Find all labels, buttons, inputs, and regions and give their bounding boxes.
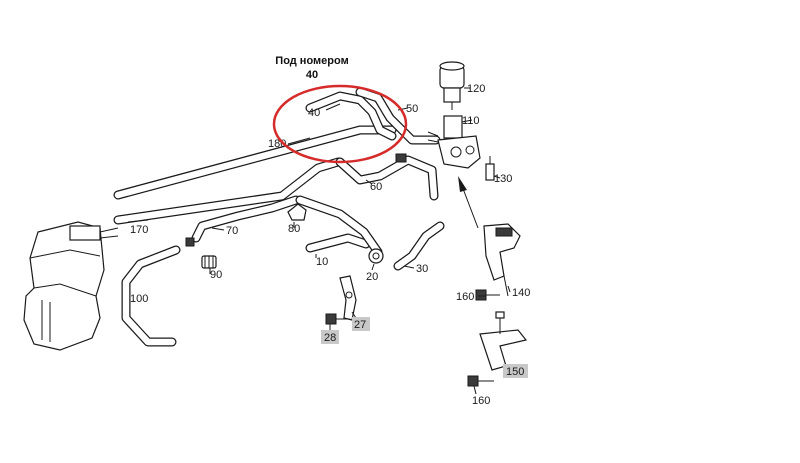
- fitting-185: [185, 237, 195, 247]
- callout-60: 60: [370, 181, 382, 193]
- pump-motor-120: [439, 61, 465, 110]
- highlight-circle: [272, 84, 408, 164]
- callout-80: 80: [288, 223, 300, 235]
- reservoir-tank: [23, 221, 119, 351]
- hose-10: [305, 233, 371, 253]
- bolt-160b: [467, 375, 494, 387]
- callout-120: 120: [467, 83, 485, 95]
- label-highlight-150: [503, 364, 528, 378]
- callout-30: 30: [416, 263, 428, 275]
- hose-60: [335, 155, 439, 201]
- hose-20-30: [295, 195, 445, 271]
- callout-110: 110: [462, 115, 480, 127]
- callout-170: 170: [130, 224, 148, 236]
- callout-150: 150: [506, 366, 524, 378]
- callout-10: 10: [316, 256, 328, 268]
- callout-160b: 160: [472, 395, 490, 407]
- hose-40: [305, 91, 397, 141]
- connector-20: [368, 248, 384, 264]
- sensor-130: [485, 156, 495, 181]
- callout-140: 140: [512, 287, 530, 299]
- hose-70: [191, 195, 301, 243]
- hose-100: [121, 245, 181, 347]
- bracket-27: [339, 275, 357, 321]
- callout-100: 100: [130, 293, 148, 305]
- callout-50: 50: [406, 103, 418, 115]
- callout-40: 40: [308, 107, 320, 119]
- clip-80: [287, 203, 307, 221]
- callout-28: 28: [324, 332, 336, 344]
- bracket-150: [479, 311, 528, 371]
- hose-50: [355, 87, 441, 145]
- label-highlight-28: [321, 330, 339, 344]
- callout-20: 20: [366, 271, 378, 283]
- callout-27: 27: [354, 319, 366, 331]
- annotation-note-line2: 40: [305, 69, 319, 81]
- callout-90: 90: [210, 269, 222, 281]
- callout-130: 130: [494, 173, 512, 185]
- bracket-140: [483, 223, 521, 297]
- fitting-190: [395, 153, 407, 163]
- annotation-note-line1: Под номером: [275, 55, 349, 67]
- callout-70: 70: [226, 225, 238, 237]
- hose-170: [113, 157, 343, 225]
- valve-unit-110: [427, 115, 481, 169]
- screw-28: [325, 313, 350, 325]
- bolt-160a: [475, 289, 500, 301]
- annotation-note: Под номером 40: [262, 55, 362, 81]
- direction-arrow: [458, 176, 479, 229]
- callout-160a: 160: [456, 291, 474, 303]
- label-highlight-27: [352, 317, 370, 331]
- grommet-90: [201, 255, 217, 269]
